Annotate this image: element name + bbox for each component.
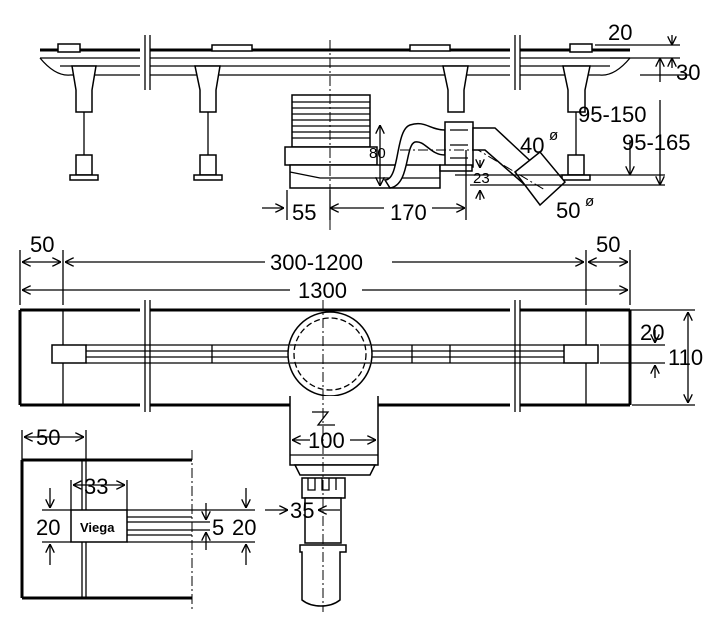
- clip-2: [409, 44, 451, 52]
- elevation-view: 20 30 95-150 95-165 40 ø 80 23 50 ø 55 1…: [39, 20, 700, 230]
- outlet-circle: [287, 311, 373, 397]
- dim-outlet-offset: 23: [473, 170, 490, 187]
- detail-outline: [20, 458, 192, 600]
- dim-overall-width: 110: [668, 345, 703, 370]
- end-cap-right: [563, 344, 599, 364]
- viega-logo-plate: [70, 509, 128, 543]
- dim-end-right: 50: [596, 232, 620, 257]
- extension-lines: [455, 44, 690, 186]
- end-cap-left: [51, 344, 87, 364]
- dim-length-range: 300-1200: [270, 250, 363, 275]
- dim-offset-55: 55: [292, 200, 316, 225]
- break-lines: [144, 35, 521, 90]
- end-cap-left: [57, 43, 81, 53]
- end-cap-right: [569, 43, 593, 53]
- diameter-symbol: ø: [549, 127, 558, 144]
- dim-overall-length: 1300: [298, 278, 347, 303]
- detail-view: 50 Viega 33 20 5 20: [20, 425, 256, 610]
- dim-slot-width: 20: [640, 320, 664, 345]
- diameter-symbol: ø: [585, 193, 594, 210]
- dim-logo-height: 20: [36, 515, 60, 540]
- dim-pipe: 35: [290, 498, 314, 523]
- dim-outlet-diameter-small: 40: [520, 133, 544, 158]
- dim-height-range-2: 95-165: [622, 130, 691, 155]
- adjustable-feet: [69, 65, 591, 181]
- dim-trap-height: 80: [369, 145, 386, 162]
- dim-channel-height: 30: [676, 60, 700, 85]
- dim-cover: 20: [608, 20, 632, 45]
- dim-height-range-1: 95-150: [578, 102, 647, 127]
- dim-end-left: 50: [30, 232, 54, 257]
- channel-profile: [40, 57, 630, 76]
- trap-body: [284, 40, 567, 230]
- dim-offset-170: 170: [390, 200, 427, 225]
- viega-logo: Viega: [80, 520, 115, 535]
- flange-edges: [39, 57, 631, 76]
- dim-logo-width: 33: [84, 474, 108, 499]
- dim-gap: 5: [212, 515, 224, 540]
- trap-plan: [289, 300, 379, 612]
- clip-1: [211, 44, 253, 52]
- dim-outlet-diameter-large: 50: [556, 198, 580, 223]
- plan-view: 50 300-1200 50 1300 20 110 1: [18, 232, 703, 612]
- dim-slot: 20: [232, 515, 256, 540]
- dim-end: 50: [36, 425, 60, 450]
- dim-trap-width: 100: [308, 428, 345, 453]
